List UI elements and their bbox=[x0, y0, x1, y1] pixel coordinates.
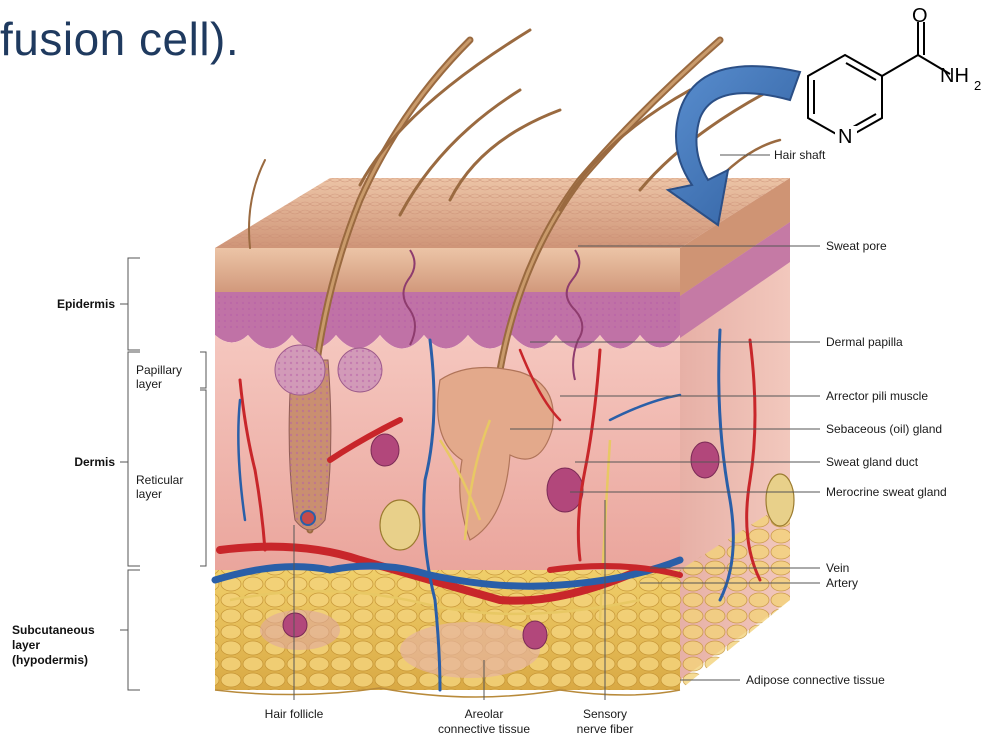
label-areolar-2: connective tissue bbox=[438, 722, 530, 736]
label-sweat-pore: Sweat pore bbox=[826, 239, 887, 253]
atom-nh-subscript: 2 bbox=[974, 78, 981, 93]
atom-o-label: O bbox=[912, 5, 928, 27]
label-subcutaneous-2: layer bbox=[12, 638, 40, 652]
label-subcutaneous-3: (hypodermis) bbox=[12, 653, 88, 667]
label-papillary-1: Papillary bbox=[136, 363, 182, 377]
atom-nh-label: NH bbox=[940, 65, 969, 87]
label-sensory-1: Sensory bbox=[583, 707, 627, 721]
label-vein: Vein bbox=[826, 561, 849, 575]
nicotinamide-molecule bbox=[808, 22, 950, 139]
label-arrector-pili: Arrector pili muscle bbox=[826, 389, 928, 403]
label-reticular-1: Reticular bbox=[136, 473, 183, 487]
label-reticular-2: layer bbox=[136, 487, 162, 501]
label-artery: Artery bbox=[826, 576, 858, 590]
label-epidermis: Epidermis bbox=[57, 297, 115, 311]
label-subcutaneous-1: Subcutaneous bbox=[12, 623, 95, 637]
label-dermal-papilla: Dermal papilla bbox=[826, 335, 903, 349]
label-sensory-2: nerve fiber bbox=[577, 722, 634, 736]
epidermis-layer bbox=[215, 248, 680, 296]
label-merocrine-gland: Merocrine sweat gland bbox=[826, 485, 947, 499]
label-papillary-2: layer bbox=[136, 377, 162, 391]
label-adipose: Adipose connective tissue bbox=[746, 673, 885, 687]
label-dermis: Dermis bbox=[74, 455, 115, 469]
label-hair-shaft: Hair shaft bbox=[774, 148, 826, 162]
label-sweat-duct: Sweat gland duct bbox=[826, 455, 919, 469]
atom-n-label: N bbox=[838, 126, 852, 148]
label-sebaceous-gland: Sebaceous (oil) gland bbox=[826, 422, 942, 436]
label-hair-follicle: Hair follicle bbox=[265, 707, 324, 721]
label-areolar-1: Areolar bbox=[465, 707, 504, 721]
